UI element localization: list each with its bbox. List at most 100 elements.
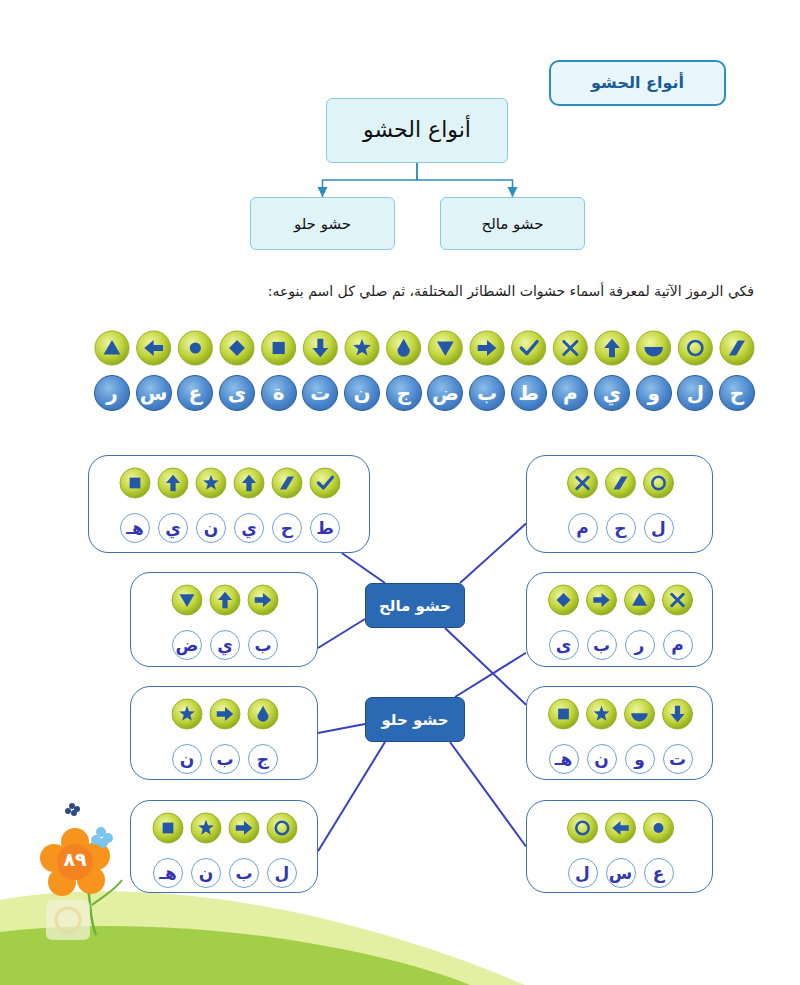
node-text: ج [257, 749, 269, 769]
node-text: ن [594, 749, 609, 769]
connector-line [460, 524, 526, 583]
node-text: حشو حلو [294, 215, 351, 233]
cipher-symbol [203, 475, 219, 490]
node-text: ي [217, 635, 233, 655]
node-text: هـ [159, 863, 177, 883]
symbol-disc [229, 813, 259, 843]
symbol-disc [191, 813, 221, 843]
cipher-symbol [312, 339, 328, 358]
category-label: حشو مالح [365, 583, 465, 628]
puzzle-box: طحينيهـ [88, 455, 370, 553]
category-box: حشو حلو [250, 197, 395, 250]
node-text: ح [730, 381, 744, 405]
node-text: حشو مالح [481, 215, 543, 233]
key-letter-circle: ت [302, 375, 338, 411]
node-text: أنواع الحشو [591, 73, 684, 92]
answer-letter-circle: ي [158, 513, 188, 543]
node-text: ن [204, 518, 219, 538]
cipher-symbol [236, 821, 253, 835]
answer-letter-circle: ن [191, 858, 221, 888]
cipher-symbol [255, 593, 272, 607]
puzzle-box: لحم [526, 455, 713, 553]
cipher-symbol [397, 339, 409, 357]
answer-letter-circle: ن [587, 744, 617, 774]
symbol-disc [387, 331, 421, 365]
symbol-disc [172, 699, 202, 729]
symbol-disc [644, 813, 674, 843]
cipher-symbol [276, 822, 288, 834]
symbol-disc [637, 331, 671, 365]
cipher-symbol [558, 709, 569, 720]
symbol-disc [196, 468, 226, 498]
key-letter-circle: ب [469, 375, 505, 411]
key-letter-circle: ع [177, 375, 213, 411]
answer-letter-circle: ج [248, 744, 278, 774]
node-text: ع [653, 863, 665, 883]
page-number: ٨٩ [52, 848, 98, 870]
node-text: ح [281, 518, 293, 538]
node-text: س [140, 381, 168, 405]
node-text: ض [176, 635, 199, 655]
symbol-disc [606, 468, 636, 498]
symbol-disc [568, 813, 598, 843]
symbol-disc [345, 331, 379, 365]
node-text: س [609, 863, 632, 883]
node-text: ى [556, 635, 572, 655]
symbol-disc [512, 331, 546, 365]
cipher-symbol [644, 347, 663, 356]
node-text: ت [310, 381, 330, 405]
node-text: هـ [555, 749, 573, 769]
node-text: أنواع الحشو [363, 117, 471, 143]
puzzle-box: تونهـ [526, 686, 713, 780]
answer-letter-circle: ط [310, 513, 340, 543]
connector-line [323, 163, 418, 197]
cipher-symbol [130, 478, 141, 489]
cipher-symbol [318, 477, 332, 488]
symbol-disc [587, 699, 617, 729]
node-text: ب [477, 381, 497, 405]
symbol-disc [158, 468, 188, 498]
answer-letter-circle: ي [234, 513, 264, 543]
answer-letter-circle: هـ [549, 744, 579, 774]
node-text: ى [228, 381, 246, 405]
node-text: ت [669, 749, 686, 769]
node-text: ي [165, 518, 181, 538]
cipher-symbol [688, 341, 702, 355]
symbol-disc [262, 331, 296, 365]
node-text: ل [687, 381, 704, 405]
cipher-symbol [353, 339, 371, 356]
node-text: حشو حلو [381, 711, 448, 729]
node-text: هـ [126, 518, 144, 538]
cipher-symbol [258, 706, 269, 722]
answer-letter-circle: ر [625, 630, 655, 660]
answer-letter-circle: ل [644, 513, 674, 543]
symbol-disc [234, 468, 264, 498]
symbol-disc [678, 331, 712, 365]
cipher-symbol [217, 707, 234, 721]
node-text: م [563, 381, 578, 405]
symbol-disc [625, 699, 655, 729]
key-letter-circle: ط [511, 375, 547, 411]
puzzle-symbols [527, 801, 714, 894]
cipher-symbol [632, 593, 647, 606]
answer-letter-circle: م [663, 630, 693, 660]
cipher-symbol [190, 342, 201, 353]
symbol-disc [267, 813, 297, 843]
cipher-symbol [218, 592, 232, 609]
puzzle-symbols [131, 687, 319, 781]
symbol-disc [606, 813, 636, 843]
key-letter-circle: ي [594, 375, 630, 411]
answer-letter-circle: ض [172, 630, 202, 660]
node-text: ب [254, 635, 271, 655]
symbol-disc [553, 331, 587, 365]
node-text: ن [199, 863, 214, 883]
symbol-disc [663, 699, 693, 729]
node-text: ن [180, 749, 195, 769]
cipher-symbol [613, 476, 627, 489]
puzzle-symbols [527, 573, 714, 668]
key-letter-circle: م [552, 375, 588, 411]
answer-letter-circle: م [568, 513, 598, 543]
